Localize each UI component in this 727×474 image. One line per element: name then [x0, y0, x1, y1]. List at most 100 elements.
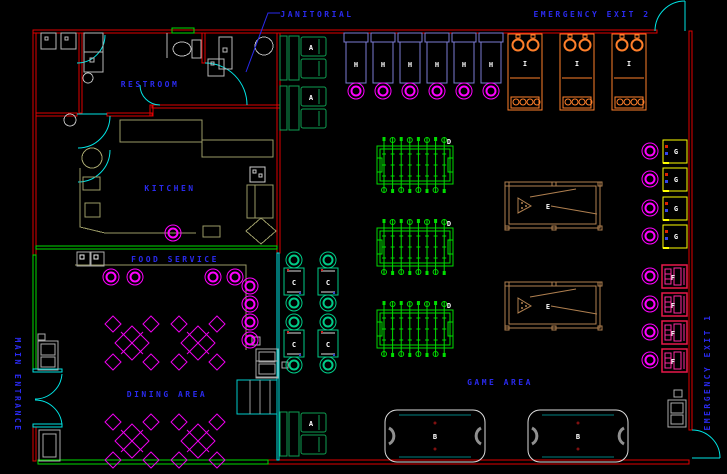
token-slot [578, 98, 586, 106]
ball-rack [517, 297, 533, 314]
hanger [567, 34, 573, 39]
rod-knob [389, 219, 396, 225]
storage-door-arc [76, 34, 106, 64]
dining-table [180, 423, 216, 459]
label-emergency-exit-1: EMERGENCY EXIT 1 [703, 313, 712, 430]
stool [641, 351, 659, 369]
rod-knob [424, 137, 430, 143]
slot-machine-body [661, 348, 688, 373]
hanger [634, 34, 640, 39]
doors [34, 0, 721, 459]
foosball-field [379, 230, 451, 264]
rod-knob [389, 137, 396, 143]
equipment-letter: C [326, 279, 330, 287]
slot-panel [664, 268, 672, 285]
cyan-walls [32, 113, 280, 461]
slot-reel [673, 351, 682, 370]
mop-sink [254, 36, 274, 56]
stool [241, 277, 259, 295]
table-mark [299, 292, 301, 294]
dining-chair [170, 451, 188, 469]
prize-machine-body [611, 33, 647, 111]
counter-game-body [662, 167, 688, 192]
rod-knob [415, 351, 422, 357]
counter-game: G [641, 139, 688, 164]
ball [525, 305, 527, 307]
dining-chair [104, 315, 122, 333]
rod-handle [399, 137, 403, 141]
slot-machine: F [641, 320, 688, 345]
air-hockey-outline [527, 409, 629, 463]
vending-machine [37, 340, 59, 371]
rod-handle [408, 353, 412, 357]
kitchen-counter [201, 139, 274, 158]
dining-chair [208, 413, 226, 431]
counter-game: G [641, 196, 688, 221]
stool [244, 280, 256, 292]
arcade-cabinet: H [451, 32, 477, 100]
pocket [551, 225, 557, 231]
rod-knob [381, 187, 387, 193]
equipment-letter: H [489, 61, 493, 69]
rod-knob [415, 187, 422, 193]
rod-handle [416, 219, 420, 223]
wall-restroom-south-2 [106, 112, 153, 117]
foosball-table: D [376, 137, 454, 193]
pocket [504, 225, 510, 231]
stool [285, 313, 303, 331]
pool-table: E [504, 281, 603, 331]
label-dining-area: DINING AREA [127, 390, 207, 399]
prize-machine-body [559, 33, 595, 111]
button-blue [665, 152, 668, 155]
goal [447, 321, 454, 337]
arcade-cabinet: H [397, 32, 423, 100]
dining-chair [208, 451, 226, 469]
arcade-cabinet: H [370, 32, 396, 100]
rod-handle [391, 189, 395, 193]
button-red [665, 230, 668, 233]
goal [474, 426, 482, 446]
rod-knob [406, 301, 413, 307]
entrance-door-arc-top [34, 373, 63, 400]
sink [40, 32, 57, 50]
prize-ring [511, 38, 525, 52]
equipment-letter: F [671, 358, 675, 366]
rod-handle [434, 219, 438, 223]
wall-right [688, 30, 693, 431]
restroom-door-arc-1 [77, 115, 111, 149]
stool [164, 224, 182, 242]
rod-knob [398, 269, 405, 275]
hanger [619, 34, 625, 39]
stool [322, 316, 334, 328]
stool [641, 142, 659, 160]
rod-handle [442, 353, 446, 357]
wall-janitorial-divider [201, 32, 206, 64]
vent [171, 27, 195, 34]
drinking-fountain [63, 113, 77, 127]
cabinet-marquee [478, 32, 504, 43]
equipment-letter: C [326, 341, 330, 349]
equipment-letter: H [381, 61, 385, 69]
stool [458, 85, 470, 97]
rod-knob [406, 137, 413, 143]
wall-storage-divider [78, 32, 83, 114]
misc-fixtures [37, 333, 687, 462]
stool [404, 85, 416, 97]
cafe-table: C [283, 251, 305, 312]
slot-panel [664, 352, 672, 369]
label-restroom: RESTROOM [121, 80, 180, 89]
stool [241, 295, 259, 313]
trash-receptacle [667, 399, 687, 428]
rod-knob [398, 187, 405, 193]
receptacle-panel [670, 414, 684, 425]
pool-table [504, 281, 601, 329]
stool [347, 82, 365, 100]
equipment-letter: I [575, 60, 579, 68]
stool [285, 356, 303, 374]
rod-handle [399, 219, 403, 223]
table-cross [186, 429, 210, 453]
face-off-dot [433, 447, 437, 451]
table-cross [120, 331, 144, 355]
